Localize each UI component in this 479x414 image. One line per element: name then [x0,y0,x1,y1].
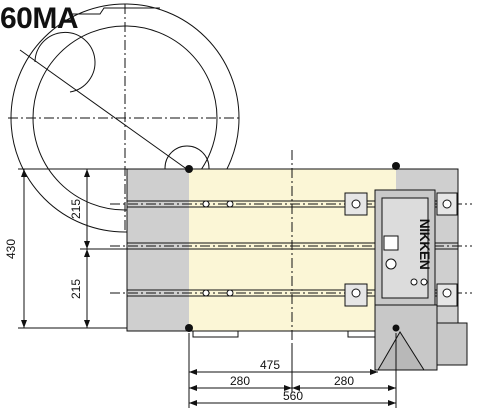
dim-label-430: 430 [4,239,18,259]
table-grey-left [127,169,189,331]
rotary-clamp-bolt [351,199,361,209]
dim-label-280-left: 280 [230,374,250,388]
swing-circles [8,3,240,233]
base-foot-left [192,330,239,338]
rotary-indicator [385,258,397,270]
rotary-clamp-bolt [351,288,361,298]
corner-point [185,324,193,332]
title-box-outline [72,7,160,15]
arrow [21,169,27,177]
bolt [202,289,210,297]
rotary-clamp-bolt [442,199,452,209]
arrow [189,400,197,406]
vertical-dim-arrows [21,169,90,328]
corner-point [185,165,193,173]
dim-label-560: 560 [283,389,303,403]
horizontal-dim-arrows [189,369,396,406]
arrow [84,320,90,328]
rotary-port [420,278,428,286]
motor-side-block [436,322,468,366]
vertical-dimensions [18,168,127,329]
base-foot-right [347,330,376,338]
rotary-unit [344,189,468,371]
motor-center-point [392,324,400,332]
clamp-bolts [202,200,234,297]
swing-arc-small [34,31,96,93]
brand-label: NIKKEN [417,219,433,270]
bolt [226,289,234,297]
arrow [84,169,90,177]
arrow [292,385,300,391]
arrow [189,369,197,375]
arrow [370,369,378,375]
dim-label-475: 475 [260,358,280,372]
rotary-port [410,278,418,286]
arrow [21,320,27,328]
arrow [284,385,292,391]
dim-label-280-right: 280 [334,374,354,388]
bolt [202,200,210,208]
base-feet [192,330,376,338]
arrow [388,385,396,391]
arrow [84,249,90,257]
motor-cover [377,331,425,371]
corner-point [392,162,400,170]
arrow [388,400,396,406]
rotary-clamp-bolt [442,288,452,298]
rotary-connector [383,235,399,251]
swing-radius-line [19,49,189,171]
dim-label-215-upper: 215 [69,199,83,219]
bolt [226,200,234,208]
arrow [189,385,197,391]
arrow [84,241,90,249]
model-title: 60MA [0,2,79,35]
dim-label-215-lower: 215 [69,279,83,299]
